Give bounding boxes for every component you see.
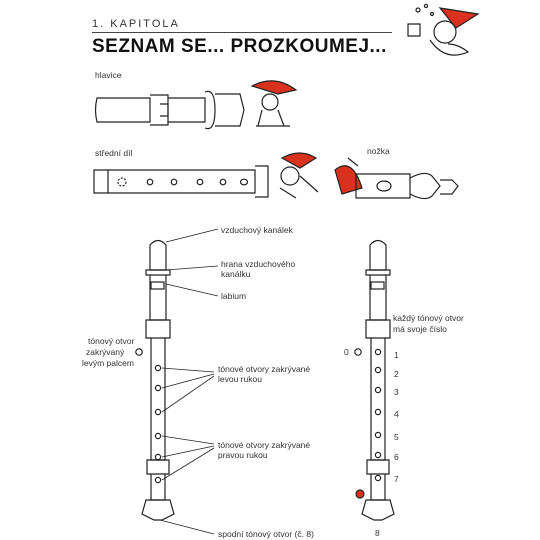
label-edge-line2: kanálku: [221, 269, 251, 279]
label-labium: labium: [221, 291, 247, 301]
label-head-joint: hlavice: [95, 70, 122, 80]
label-middle-joint: střední díl: [95, 148, 133, 158]
hole-number-5: 5: [394, 432, 399, 442]
label-thumb-hole-line1: tónový otvor: [88, 336, 135, 346]
label-windway: vzduchový kanálek: [221, 225, 293, 235]
label-left-hand-line1: tónové otvory zakrývané: [218, 364, 311, 374]
label-thumb-hole-line2: zakrývaný: [86, 347, 125, 357]
hole-number-2: 2: [394, 369, 399, 379]
label-numbering-line1: každý tónový otvor: [393, 313, 464, 323]
hole-number-3: 3: [394, 387, 399, 397]
label-right-hand-line1: tónové otvory zakrývané: [218, 440, 311, 450]
head-gnome-icon: [250, 80, 298, 127]
small-ladybug-icon: [355, 489, 365, 499]
hole-number-6: 6: [394, 452, 399, 462]
chapter-label: 1. KAPITOLA: [92, 18, 180, 30]
gnome-mascot-icon: [407, 3, 480, 56]
hole-number-thumb: 0: [344, 347, 349, 357]
header-rule: [92, 32, 392, 33]
label-edge-line1: hrana vzduchového: [221, 259, 296, 269]
middle-gnome-icon: [279, 152, 319, 199]
hole-number-4: 4: [394, 409, 399, 419]
head-joint-drawing: [94, 90, 245, 130]
hole-number-7: 7: [394, 474, 399, 484]
label-thumb-hole-line3: levým palcem: [82, 358, 134, 368]
foot-joint-drawing: [355, 172, 459, 200]
page-title: SEZNAM SE... PROZKOUMEJ...: [92, 36, 387, 57]
hole-number-8: 8: [375, 528, 380, 538]
hole-number-1: 1: [394, 350, 399, 360]
middle-joint-drawing: [93, 165, 269, 198]
recorder-right-drawing: [354, 239, 395, 521]
label-numbering-line2: má svoje číslo: [393, 324, 447, 334]
label-bottom-hole: spodní tónový otvor (č. 8): [218, 529, 314, 539]
label-left-hand-line2: levou rukou: [218, 374, 262, 384]
label-right-hand-line2: pravou rukou: [218, 450, 268, 460]
foot-gnome-icon: [334, 157, 363, 195]
recorder-left-drawing: [135, 239, 175, 521]
label-foot-joint: nožka: [367, 146, 390, 156]
leader-lines: [159, 228, 219, 535]
